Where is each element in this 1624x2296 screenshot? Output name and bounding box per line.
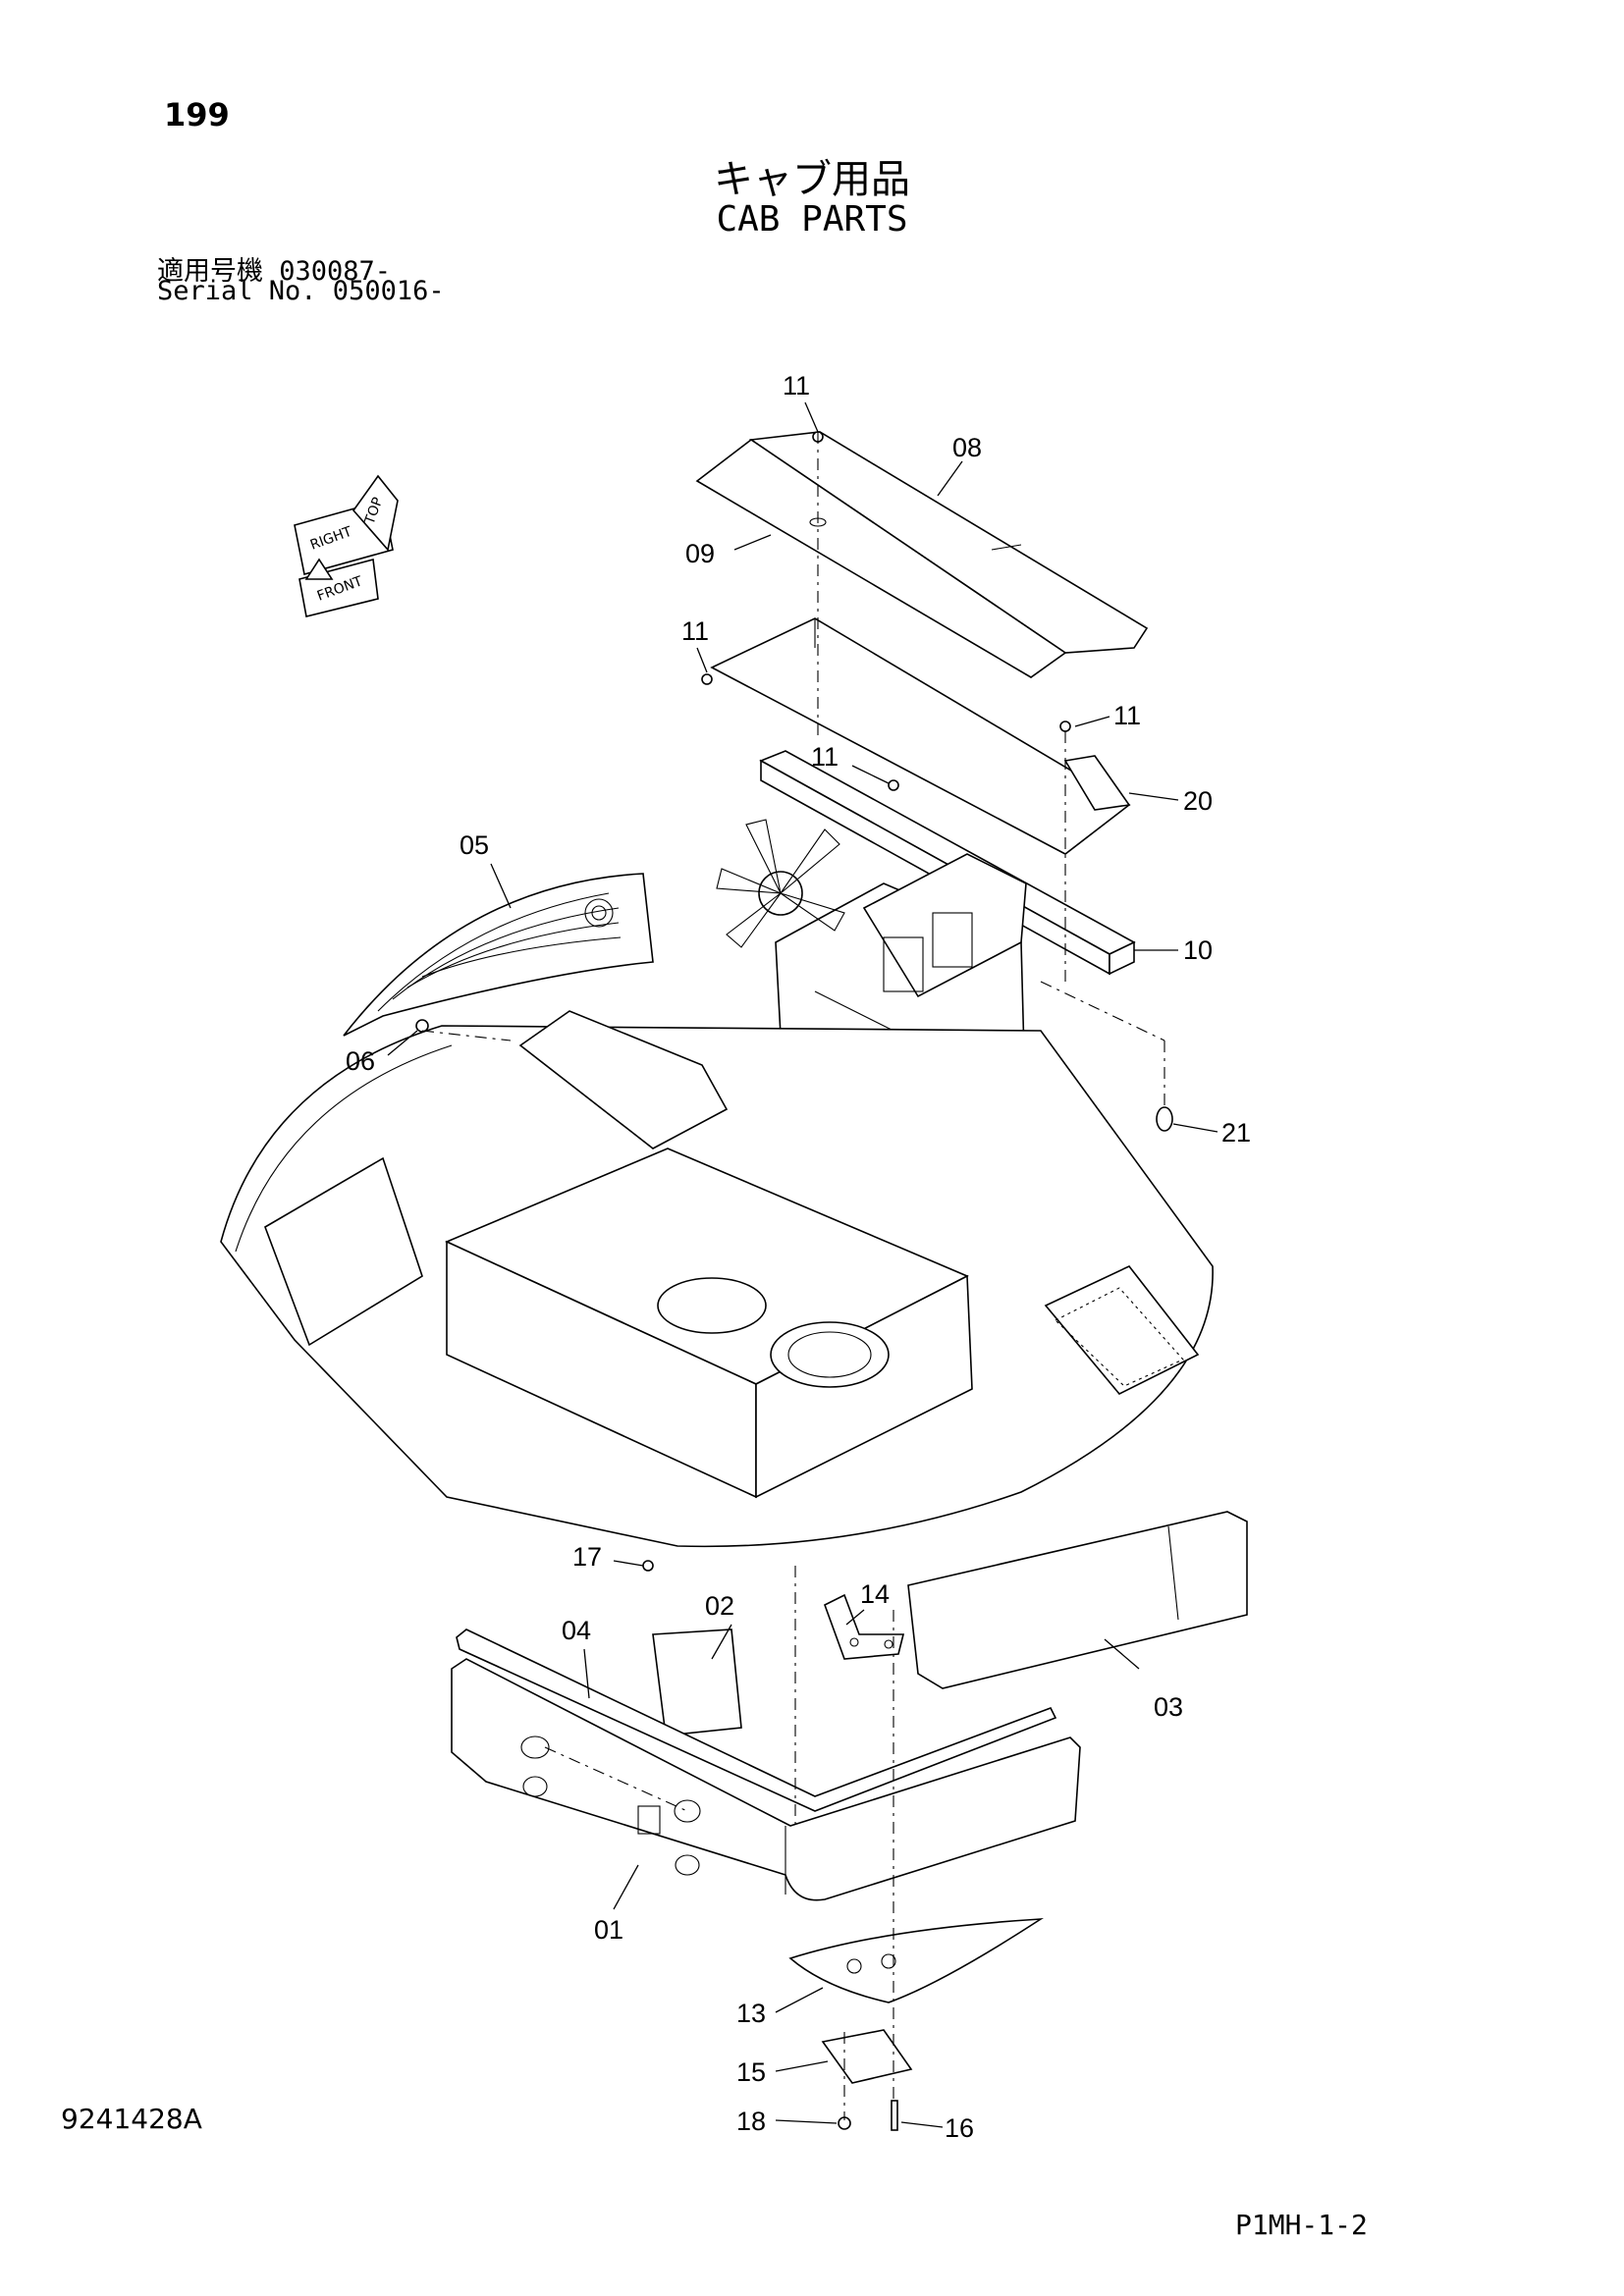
callout-04: 04 [562,1616,591,1645]
callout-leaders [387,401,1218,2128]
part-03-side-cover [907,1511,1248,1689]
sheet-code: P1MH-1-2 [1235,2209,1368,2241]
bolt-16 [891,2100,898,2131]
callout-05: 05 [460,830,489,860]
part-14-bracket [824,1593,905,1660]
part-21-grommet [1156,1106,1173,1132]
page-number: 199 [164,96,230,133]
callout-11-left: 11 [681,616,709,646]
callout-06: 06 [346,1046,375,1076]
part-01-front-cover [451,1658,1081,1901]
bolt-11-left [701,673,713,685]
callout-08: 08 [952,433,982,462]
callout-15: 15 [736,2057,766,2087]
callout-11-right: 11 [1113,701,1141,730]
serial-range-english: Serial No. 050016- [157,276,445,306]
callout-18: 18 [736,2107,766,2136]
callout-13: 13 [736,1999,766,2028]
serial-range-japanese: 適用号機 030087- [157,256,392,287]
callout-09: 09 [685,539,715,568]
callout-03: 03 [1154,1692,1183,1722]
part-08-top-cover [695,431,1149,678]
callout-01: 01 [594,1915,623,1945]
part-04-seal-strip [456,1629,1057,1812]
part-13-lower-bracket [788,1918,1044,2003]
callout-14: 14 [860,1579,890,1609]
nut-06 [415,1019,429,1033]
callout-17: 17 [572,1542,602,1572]
callout-20: 20 [1183,786,1213,816]
orientation-indicator-icon: RIGHT TOP FRONT [294,474,399,617]
callout-16: 16 [945,2113,974,2143]
drawing-number: 9241428A [61,2103,202,2135]
part-05-vented-cover [343,873,654,1037]
part-02-pad [652,1629,742,1736]
bolt-11-right [1059,721,1071,732]
callout-10: 10 [1183,935,1213,965]
part-15-plate [821,2029,913,2084]
callout-21: 21 [1221,1118,1251,1148]
part-20-mid-cover [710,617,1131,855]
page-title-japanese: キャブ用品 [714,157,910,202]
bolt-11-mid [888,779,899,791]
page-title-english: CAB PARTS [716,199,908,240]
callout-02: 02 [705,1591,734,1621]
callout-labels: 11 08 09 11 11 11 20 05 10 06 21 17 02 1… [346,371,1251,2143]
revolving-frame [220,1010,1214,1548]
assembly-center-lines [421,432,1165,2120]
callout-11-top: 11 [783,371,810,400]
bolt-17 [642,1560,654,1572]
callout-11-mid: 11 [811,742,839,772]
